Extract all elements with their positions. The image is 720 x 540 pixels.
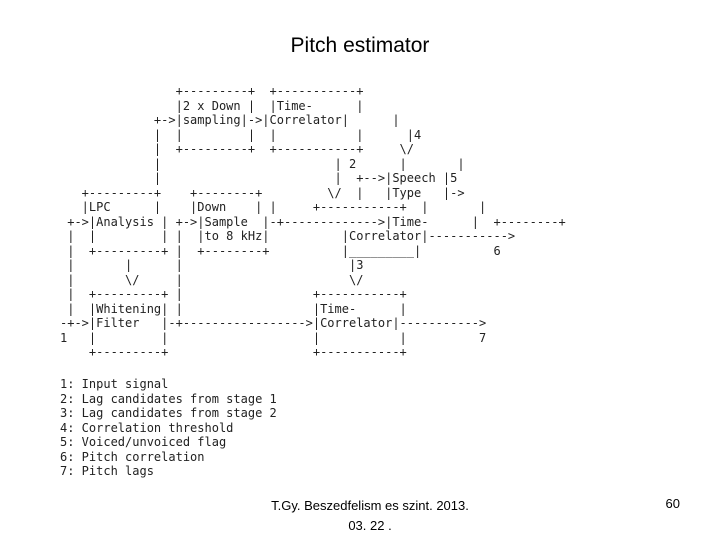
legend-item: 5: Voiced/unvoiced flag xyxy=(60,435,227,449)
footer-line-1: T.Gy. Beszedfelism es szint. 2013. xyxy=(271,498,469,513)
pitch-estimator-block-diagram: +---------+ +-----------+ |2 x Down | |T… xyxy=(60,84,566,359)
slide-title: Pitch estimator xyxy=(290,34,430,57)
legend-item: 7: Pitch lags xyxy=(60,464,154,478)
legend-item: 2: Lag candidates from stage 1 xyxy=(60,391,277,406)
legend-item: 3: Lag candidates from stage 2 xyxy=(60,406,277,420)
legend-item: 4: Correlation threshold xyxy=(60,420,234,435)
legend-item: 6: Pitch correlation xyxy=(60,449,205,464)
diagram-legend: 1: Input signal 2: Lag candidates from s… xyxy=(60,377,277,479)
page-number: 60 xyxy=(665,496,680,511)
slide-footer: T.Gy. Beszedfelism es szint. 2013. 03. 2… xyxy=(250,496,490,536)
footer-line-2: 03. 22 . xyxy=(348,518,392,533)
legend-item: 1: Input signal xyxy=(60,377,169,391)
